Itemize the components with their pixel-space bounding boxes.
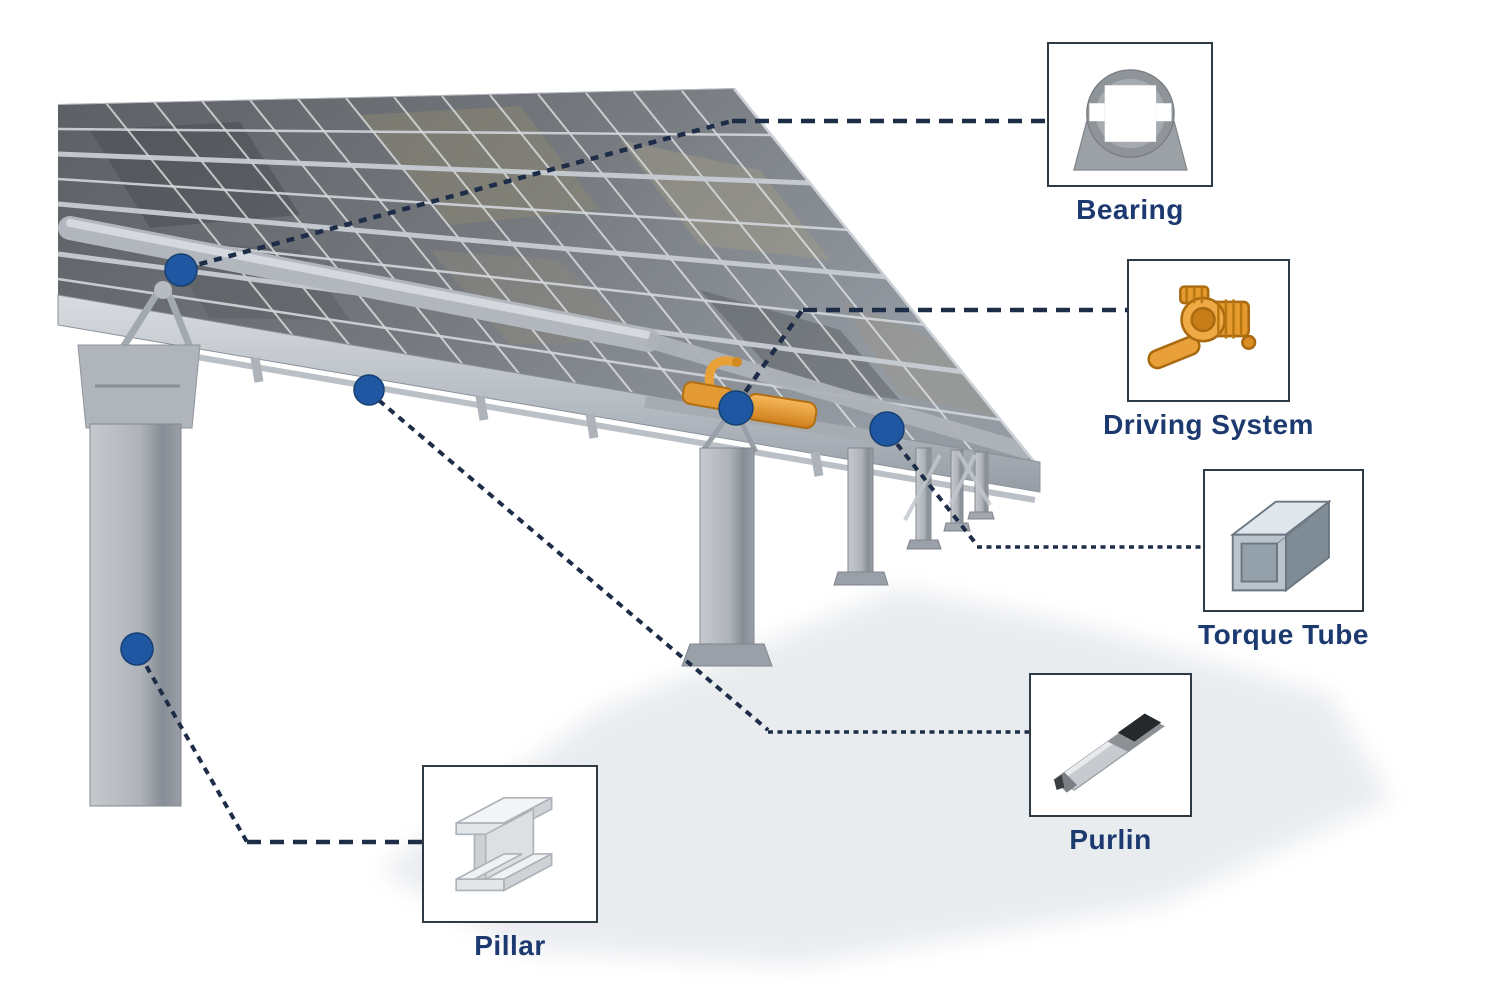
- marker-bearing: [164, 253, 198, 287]
- torque-tube: [58, 216, 1033, 460]
- callout-label-torque-tube: Torque Tube: [1198, 619, 1369, 650]
- callout-label-bearing: Bearing: [1076, 194, 1184, 225]
- pillar-columns: [89, 412, 995, 807]
- connector-torque-line: [887, 432, 979, 547]
- connector-pillar-line: [138, 654, 249, 843]
- connectors: [138, 118, 1203, 845]
- callout-box-torque-tube: [1203, 469, 1364, 612]
- callout-label-pillar: Pillar: [474, 930, 546, 961]
- callout-label-purlin: Purlin: [1069, 824, 1152, 855]
- connector-driving-line: [735, 307, 805, 406]
- callout-purlin: Purlin: [1029, 673, 1192, 855]
- callout-box-purlin: [1029, 673, 1192, 817]
- callout-label-driving-system: Driving System: [1103, 409, 1314, 440]
- solar-panel-array: [58, 88, 1040, 467]
- bearing-icon: [1072, 68, 1188, 171]
- callout-box-bearing: [1047, 42, 1213, 187]
- torque-tube-icon: [1230, 499, 1332, 592]
- callout-box-pillar: [422, 765, 598, 923]
- marker-torque: [869, 411, 905, 447]
- callout-bearing: Bearing: [1047, 42, 1213, 225]
- callout-torque-tube: Torque Tube: [1198, 469, 1368, 650]
- connector-bearing-line: [184, 118, 733, 271]
- pillar-column-3: [847, 447, 874, 575]
- pillar-column-1: [89, 423, 182, 807]
- purlin-icon: [1053, 713, 1166, 793]
- callout-pillar: Pillar: [422, 765, 598, 961]
- connector-purlin-line: [367, 390, 770, 732]
- pillar-icon: [455, 796, 553, 892]
- markers: [120, 253, 905, 666]
- driving-system-icon: [1147, 284, 1257, 369]
- callout-driving-system: Driving System: [1103, 259, 1313, 440]
- marker-pillar: [120, 632, 154, 666]
- callout-box-driving-system: [1127, 259, 1290, 402]
- marker-driving: [718, 390, 754, 426]
- marker-purlin: [353, 374, 385, 406]
- bearing-mount: [77, 281, 201, 429]
- pillar-column-2: [699, 447, 755, 649]
